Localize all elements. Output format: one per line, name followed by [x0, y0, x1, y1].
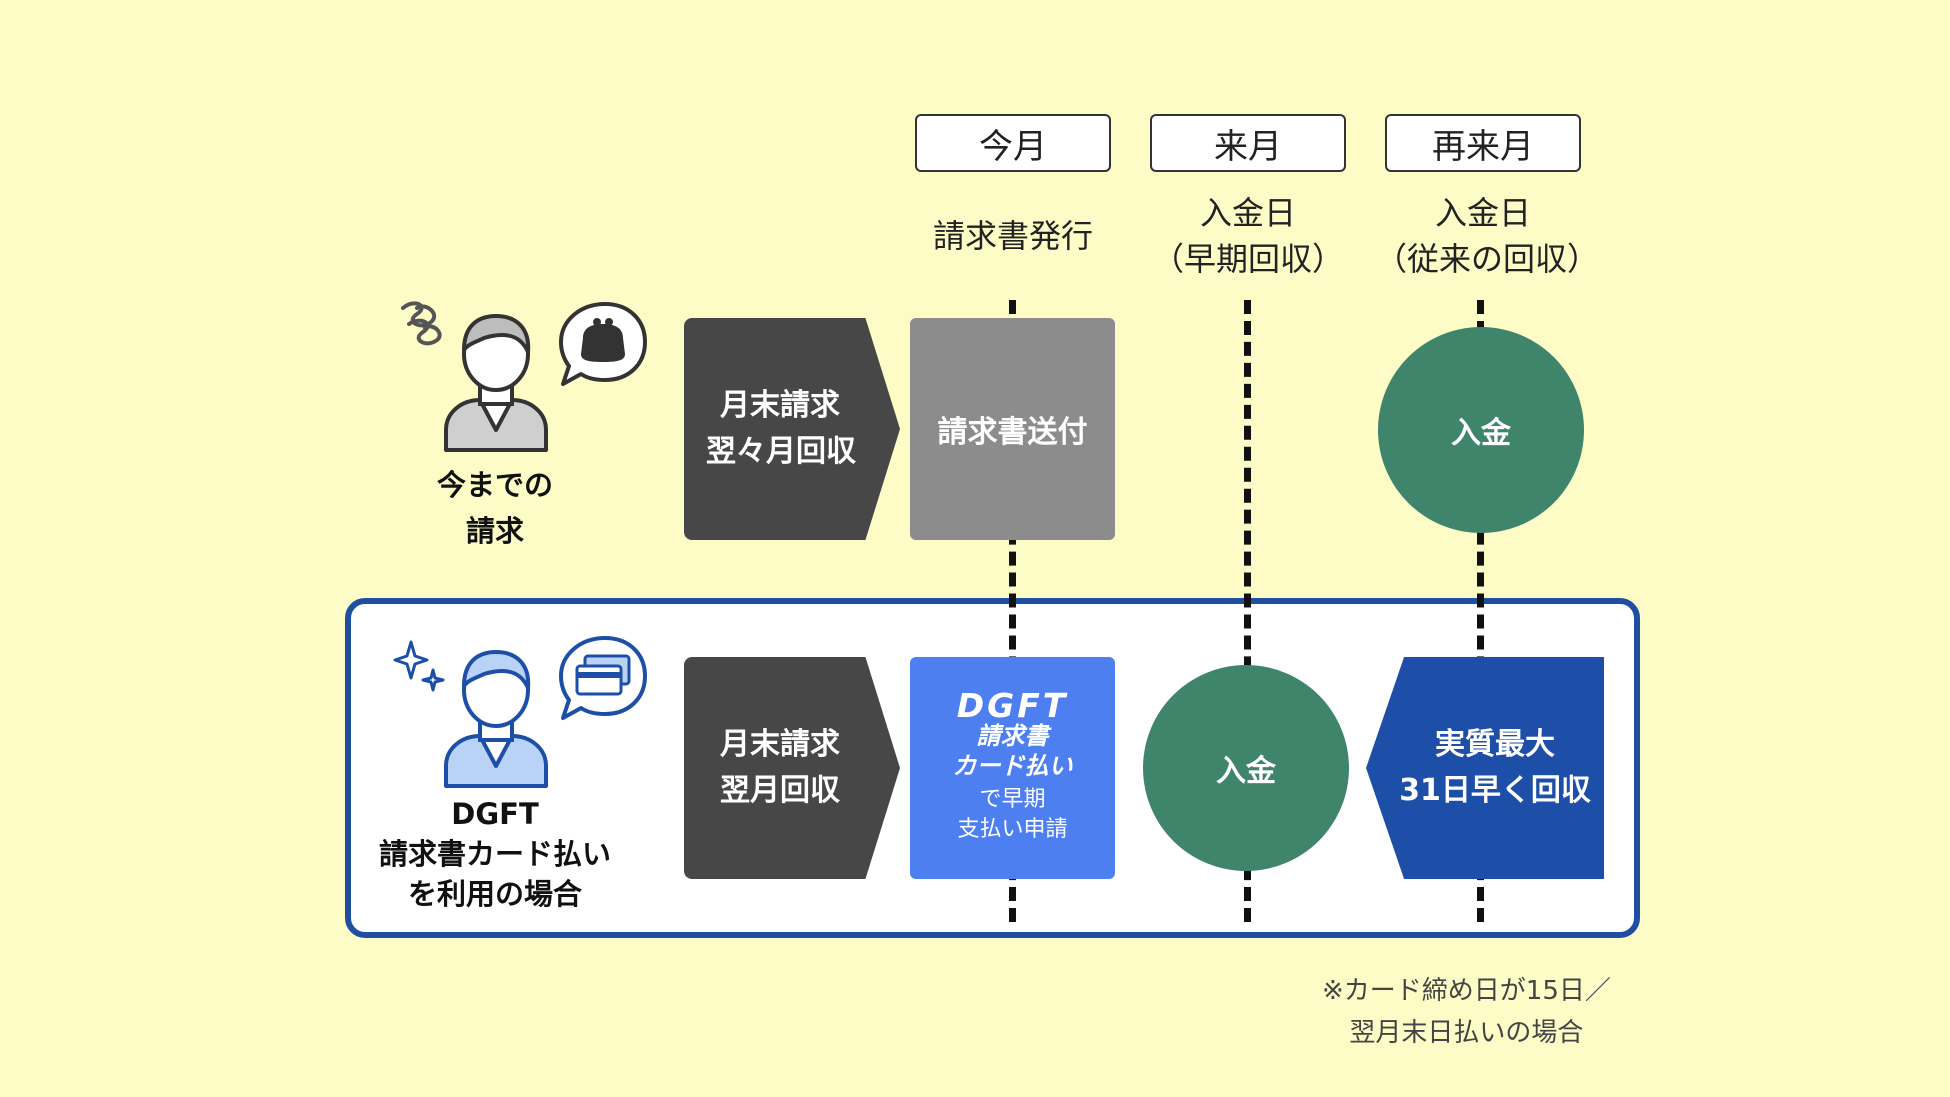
- early-collection-benefit-arrow: 実質最大 31日早く回収: [1366, 657, 1604, 879]
- month-after-next-event: 入金日 （従来の回収）: [1375, 190, 1600, 282]
- dgft-logo: DGFT 請求書 カード払い: [952, 686, 1073, 781]
- month-after-next-event-line1: 入金日: [1434, 194, 1531, 232]
- footnote: ※カード締め日が15日／ 翌月末日払いの場合: [1322, 970, 1611, 1054]
- this-month-label: 今月: [979, 126, 1047, 167]
- row-dgft-payment-circle: 入金: [1143, 665, 1349, 871]
- next-month-event-line2: （早期回収）: [1151, 240, 1344, 278]
- benefit-line2: 31日早く回収: [1399, 773, 1591, 808]
- worried-person-icon: [440, 304, 552, 454]
- column-header-next-month: 来月: [1150, 114, 1346, 172]
- column-header-month-after-next: 再来月: [1385, 114, 1581, 172]
- row-dgft-arrow-line1: 月末請求: [720, 727, 840, 762]
- row-current-label: 今までの 請求: [415, 462, 575, 554]
- footnote-line1: ※カード締め日が15日／: [1322, 976, 1611, 1006]
- month-after-next-event-line2: （従来の回収）: [1375, 240, 1600, 278]
- row-dgft-payment-label: 入金: [1216, 754, 1276, 789]
- row-current-arrow-line2: 翌々月回収: [706, 434, 856, 469]
- benefit-line1: 実質最大: [1435, 727, 1555, 762]
- row-current-payment-label: 入金: [1451, 416, 1511, 451]
- timeline-dash-next-month: [1244, 300, 1251, 922]
- next-month-event-line1: 入金日: [1199, 194, 1296, 232]
- dgft-early-payment-box: DGFT 請求書 カード払い で早期 支払い申請: [910, 657, 1115, 879]
- row-current-label-line1: 今までの: [436, 468, 553, 502]
- next-month-label: 来月: [1214, 126, 1282, 167]
- happy-person-icon: [440, 640, 552, 790]
- row-dgft-billing-arrow: 月末請求 翌月回収: [684, 657, 900, 879]
- month-after-next-label: 再来月: [1432, 126, 1534, 167]
- dizzy-spiral-icon: [395, 296, 455, 366]
- invoice-sent-label: 請求書送付: [937, 415, 1088, 450]
- timeline-dash-this-month: [1009, 300, 1016, 922]
- dgft-logo-line3: カード払い: [952, 752, 1073, 780]
- credit-card-speech-bubble-icon: [555, 632, 651, 728]
- row-current-arrow-line1: 月末請求: [720, 388, 840, 423]
- row-current-label-line2: 請求: [465, 514, 524, 548]
- row-dgft-label-line3: を利用の場合: [407, 877, 582, 911]
- timeline-dash-month-after-next: [1477, 300, 1484, 922]
- next-month-event: 入金日 （早期回収）: [1150, 190, 1346, 282]
- invoice-sent-box: 請求書送付: [910, 318, 1115, 540]
- row-dgft-label-line1: DGFT: [451, 797, 539, 831]
- dgft-logo-line2: 請求書: [976, 722, 1049, 750]
- row-dgft-label: DGFT 請求書カード払い を利用の場合: [370, 794, 620, 914]
- row-dgft-label-line2: 請求書カード払い: [378, 837, 611, 871]
- footnote-line2: 翌月末日払いの場合: [1349, 1018, 1584, 1048]
- row-dgft-arrow-line2: 翌月回収: [720, 773, 840, 808]
- dgft-box-caption: で早期 支払い申請: [957, 785, 1067, 845]
- sparkle-icon: [393, 640, 447, 696]
- row-current-payment-circle: 入金: [1378, 327, 1584, 533]
- row-current-billing-arrow: 月末請求 翌々月回収: [684, 318, 900, 540]
- wallet-speech-bubble-icon: [555, 298, 651, 394]
- column-header-this-month: 今月: [915, 114, 1111, 172]
- dgft-box-line1: で早期: [979, 787, 1046, 812]
- this-month-event: 請求書発行: [932, 217, 1093, 255]
- dgft-box-line2: 支払い申請: [957, 817, 1068, 842]
- dgft-logo-line1: DGFT: [956, 686, 1069, 725]
